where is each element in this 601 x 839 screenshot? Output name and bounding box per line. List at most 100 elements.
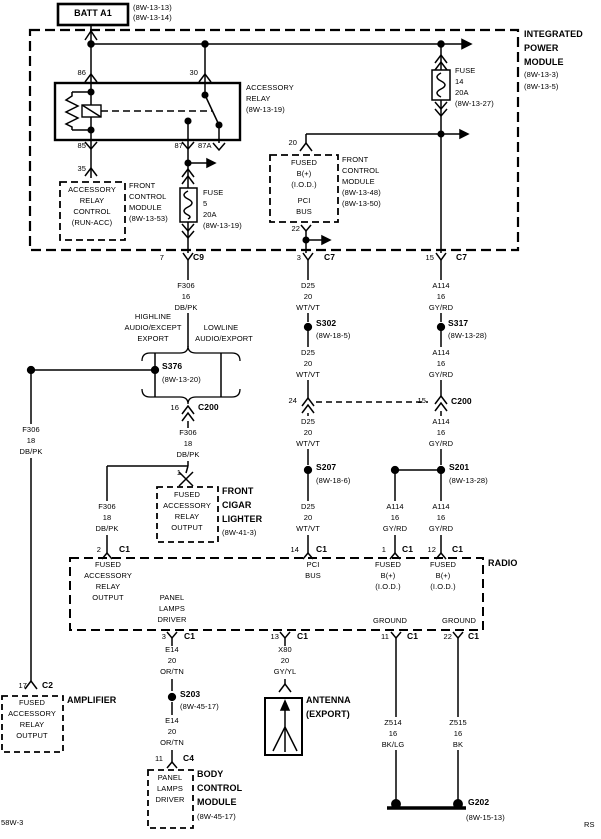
ipm-name-3: MODULE xyxy=(524,57,564,67)
wire-a114-e-color: GY/RD xyxy=(428,524,454,533)
fuse5-rating: 20A xyxy=(203,210,217,219)
radio-fn-pci-1: PCI xyxy=(306,560,320,569)
amplifier-name: AMPLIFIER xyxy=(67,695,117,705)
radio-pin-1: 1 xyxy=(381,545,386,554)
c7-pin-3: 3 xyxy=(296,253,301,262)
radio-pin-12: 12 xyxy=(427,545,436,554)
antenna-name-2: (EXPORT) xyxy=(306,709,350,719)
radio-box xyxy=(69,557,484,631)
wire-a114-c-gauge: 16 xyxy=(436,428,446,437)
highline-note-2: AUDIO/EXCEPT xyxy=(124,323,182,332)
wire-a114-d-gauge: 16 xyxy=(390,513,400,522)
relay-pin-85: 85 xyxy=(77,141,86,150)
battery-feed-wires xyxy=(84,25,473,83)
wire-x80-circuit: X80 xyxy=(278,645,292,654)
relay-pin-30: 30 xyxy=(189,68,198,77)
antenna-box xyxy=(264,697,303,756)
cigar-ref: (8W-41-3) xyxy=(222,528,257,537)
arc-box-2: RELAY xyxy=(79,196,105,205)
radio-fn-iod1-1: FUSED xyxy=(375,560,401,569)
lowline-note-2: AUDIO/EXPORT xyxy=(195,334,253,343)
ipm-name-1: INTEGRATED xyxy=(524,29,583,39)
fcm-box-1: FUSED xyxy=(291,158,317,167)
wire-z515-color: BK xyxy=(452,740,464,749)
radio-bottom-pins xyxy=(166,631,464,646)
bcm-box-3: DRIVER xyxy=(155,795,185,804)
accessory-relay-control-box xyxy=(59,181,126,241)
radio-pin-14: 14 xyxy=(290,545,299,554)
s376-ref: (8W-13-20) xyxy=(162,375,201,384)
c7-pin-15: 15 xyxy=(425,253,434,262)
bcm-pin-11: 11 xyxy=(155,754,163,763)
wire-d25-d-color: WT/VT xyxy=(296,524,320,533)
fuse5-element-icon xyxy=(183,190,193,220)
radio-pin-11: 11 xyxy=(381,632,389,641)
g202-ref: (8W-15-13) xyxy=(466,813,505,822)
cigar-box-1: FUSED xyxy=(174,490,200,499)
s207-splice-dot xyxy=(303,465,313,475)
arc-box-4: (RUN-ACC) xyxy=(71,218,113,227)
s317-splice-dot xyxy=(436,322,446,332)
fcm-pin-22: 22 xyxy=(291,224,300,233)
s207-ref: (8W-18-6) xyxy=(316,476,351,485)
fuse5-ref: (8W-13-19) xyxy=(203,221,242,230)
wire-e14-a-circuit: E14 xyxy=(165,645,179,654)
antenna-name-1: ANTENNA xyxy=(306,695,351,705)
radio-fn-iod1-3: (I.O.D.) xyxy=(375,582,401,591)
highline-note-1: HIGHLINE xyxy=(134,312,172,321)
footer-sheet-ref: 58W-3 xyxy=(1,818,24,827)
wire-e14-a-gauge: 20 xyxy=(167,656,177,665)
wire-e14-b-gauge: 20 xyxy=(167,727,177,736)
s207-name: S207 xyxy=(316,462,337,472)
bcm-name-3: MODULE xyxy=(197,797,237,807)
wire-d25-b-gauge: 20 xyxy=(303,359,313,368)
cigar-box-3: RELAY xyxy=(174,512,200,521)
radio-pin-13: 13 xyxy=(270,632,279,641)
c2-name: C2 xyxy=(42,680,54,690)
radio-c1-g: C1 xyxy=(407,631,419,641)
radio-fn-iod2-3: (I.O.D.) xyxy=(430,582,456,591)
radio-c1-h: C1 xyxy=(468,631,480,641)
wire-d25-c-gauge: 20 xyxy=(303,428,313,437)
wire-a114-c-circuit: A114 xyxy=(432,417,450,426)
fcm-right-ref-1: (8W-13-48) xyxy=(342,188,381,197)
wire-f306-16-color: DB/PK xyxy=(174,303,198,312)
fuse14-rating: 20A xyxy=(455,88,469,97)
continuation-arrow-icon xyxy=(321,234,332,246)
wire-z514-color: BK/LG xyxy=(381,740,405,749)
ipm-box xyxy=(28,28,520,252)
fcm-left-ref: (8W-13-53) xyxy=(129,214,168,223)
radio-fn-iod2-1: FUSED xyxy=(430,560,456,569)
radio-fn-iod1-2: B(+) xyxy=(380,571,396,580)
cigar-name-3: LIGHTER xyxy=(222,514,263,524)
battery-box xyxy=(56,2,130,27)
fcm-left-name-2: CONTROL xyxy=(129,192,167,201)
s302-ref: (8W-18-5) xyxy=(316,331,351,340)
radio-c1-b: C1 xyxy=(316,544,328,554)
wire-z515-circuit: Z515 xyxy=(449,718,467,727)
option-brace-bottom-icon xyxy=(141,388,241,405)
wire-f306-16-gauge: 16 xyxy=(181,292,191,301)
radio-c1-d: C1 xyxy=(452,544,464,554)
relay-switch-blade-icon xyxy=(204,94,220,126)
ground-wires xyxy=(387,646,466,810)
amp-box-3: RELAY xyxy=(19,720,45,729)
antenna-symbol-icon xyxy=(272,726,286,752)
amp-pin-17: 17 xyxy=(18,681,27,690)
relay-resistor-icon xyxy=(64,92,80,130)
radio-fn-gnd-1: GROUND xyxy=(373,616,407,625)
bcm-box-2: LAMPS xyxy=(157,784,183,793)
s376-name: S376 xyxy=(162,361,183,371)
wire-f306-18a-circuit: F306 xyxy=(179,428,197,437)
c4-name: C4 xyxy=(183,753,195,763)
wire-a114-a-gauge: 16 xyxy=(436,292,446,301)
fuse14-ref: (8W-13-27) xyxy=(455,99,494,108)
radio-fn-panel-2: LAMPS xyxy=(159,604,185,613)
radio-fn-faro-1: FUSED xyxy=(95,560,121,569)
batt-ref-2: (8W-13-14) xyxy=(133,13,172,22)
fcm-right-name-3: MODULE xyxy=(342,177,375,186)
wire-d25-b-color: WT/VT xyxy=(296,370,320,379)
